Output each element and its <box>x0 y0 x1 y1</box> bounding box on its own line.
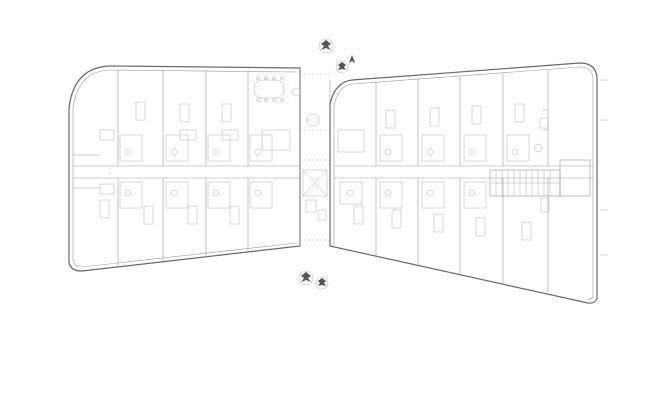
tree-icon <box>298 270 314 286</box>
tree-icon <box>315 276 329 290</box>
west-wing <box>68 65 301 272</box>
central-link <box>299 68 331 246</box>
tree-icon <box>318 38 334 54</box>
north-arrow <box>349 55 355 63</box>
east-stair <box>489 159 591 197</box>
tree-icon <box>335 60 349 74</box>
east-wing <box>329 62 608 304</box>
